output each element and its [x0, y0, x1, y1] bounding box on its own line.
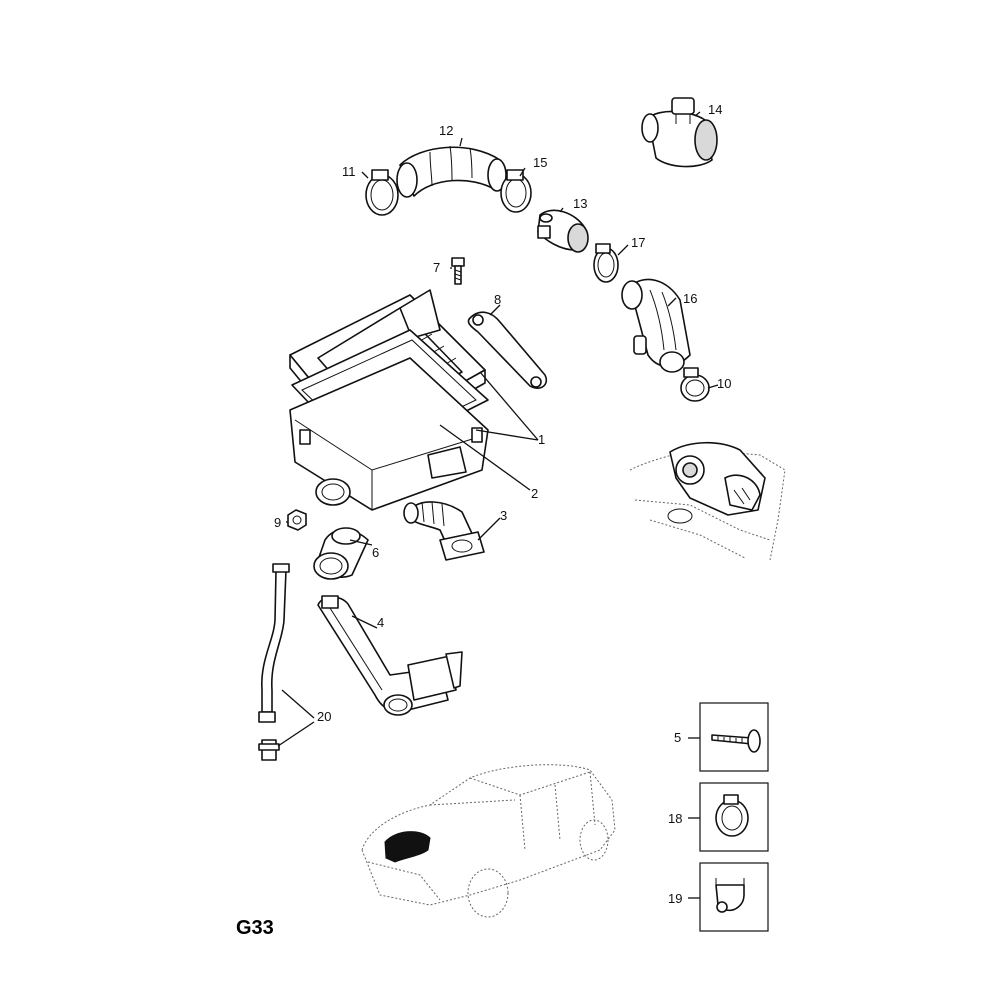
- engine-detail-view: [629, 441, 786, 561]
- label-part-14: 14: [708, 102, 722, 117]
- label-part-5: 5: [674, 730, 681, 745]
- part-9-grommet: [287, 509, 307, 531]
- part-13-sensor-housing: [537, 209, 589, 253]
- label-part-13: 13: [573, 196, 587, 211]
- label-part-2: 2: [531, 486, 538, 501]
- label-part-4: 4: [377, 615, 384, 630]
- part-17-hose-clamp: [593, 243, 619, 283]
- label-part-7: 7: [433, 260, 440, 275]
- part-14-air-mass-meter: [641, 97, 718, 168]
- part-15-hose-clamp: [500, 169, 532, 213]
- part-20-breather-hose: [258, 563, 290, 761]
- label-part-1: 1: [538, 432, 545, 447]
- detail-box-18: [699, 782, 769, 852]
- air-cleaner-housing-body: [289, 357, 489, 511]
- leader-lines: [277, 111, 719, 899]
- part-8-bracket: [467, 311, 548, 390]
- part-11-hose-clamp: [365, 169, 399, 216]
- label-part-20: 20: [317, 709, 331, 724]
- diagram-code: G33: [236, 917, 274, 939]
- housing-intake-spout: [315, 478, 351, 506]
- label-part-8: 8: [494, 292, 501, 307]
- detail-box-5: [699, 702, 769, 772]
- label-part-17: 17: [631, 235, 645, 250]
- part-4-intake-duct: [317, 595, 463, 716]
- part-16-elbow-hose: [621, 278, 691, 373]
- car-location-view: [361, 764, 616, 918]
- part-6-rubber-sleeve: [313, 527, 369, 580]
- label-part-6: 6: [372, 545, 379, 560]
- label-part-18: 18: [668, 811, 682, 826]
- label-part-10: 10: [717, 376, 731, 391]
- label-part-9: 9: [274, 515, 281, 530]
- part-12-intake-hose: [396, 145, 507, 198]
- label-part-15: 15: [533, 155, 547, 170]
- label-part-19: 19: [668, 891, 682, 906]
- label-part-12: 12: [439, 123, 453, 138]
- detail-box-19: [699, 862, 769, 932]
- label-part-16: 16: [683, 291, 697, 306]
- label-part-3: 3: [500, 508, 507, 523]
- part-10-hose-clamp: [680, 367, 710, 402]
- part-7-bolt: [451, 257, 465, 285]
- label-part-11: 11: [342, 164, 356, 179]
- part-3-outlet-elbow: [403, 501, 485, 561]
